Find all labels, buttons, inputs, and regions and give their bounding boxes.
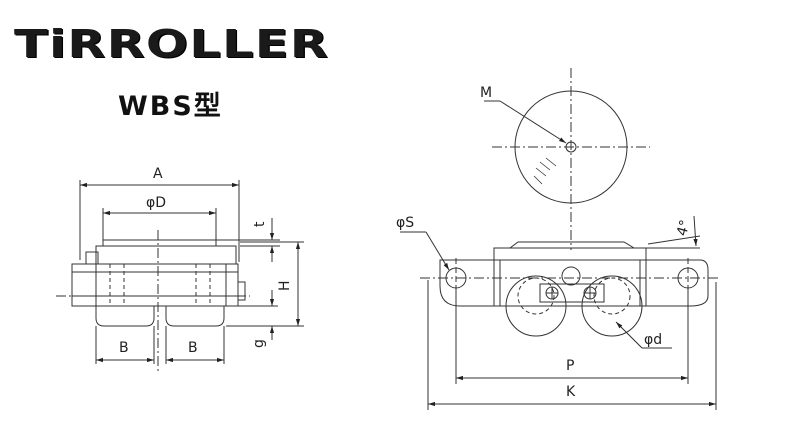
body-front xyxy=(493,259,647,307)
dim-d-label: φd xyxy=(644,332,662,348)
upper-body xyxy=(95,245,237,265)
dim-B2-label: B xyxy=(188,340,198,356)
left-ear xyxy=(439,259,501,307)
side-view xyxy=(56,180,304,372)
dim-P-label: P xyxy=(566,358,574,374)
dim-M-label: M xyxy=(480,85,492,101)
dim-B1-label: B xyxy=(119,340,129,356)
front-view xyxy=(400,215,720,410)
left-wheel xyxy=(505,275,567,337)
top-plate xyxy=(102,239,217,247)
dim-S-label: φS xyxy=(396,215,414,231)
top-view xyxy=(484,68,650,250)
dim-A-label: A xyxy=(153,166,163,182)
top-plate-front xyxy=(508,241,636,249)
dim-H-label: H xyxy=(277,280,293,291)
main-body xyxy=(71,263,239,307)
dim-D-label: φD xyxy=(146,195,166,211)
dim-t-label: t xyxy=(252,221,268,227)
brand-logo: TiRROLLER xyxy=(14,22,330,66)
model-title: WBS型 xyxy=(118,91,223,122)
dim-K-label: K xyxy=(566,384,576,400)
dim-g-label: g xyxy=(251,339,267,348)
right-roller xyxy=(165,306,225,327)
right-ear xyxy=(639,259,709,307)
dim-angle-label: 4° xyxy=(674,218,694,238)
left-roller xyxy=(95,306,155,327)
right-wheel xyxy=(581,275,643,337)
